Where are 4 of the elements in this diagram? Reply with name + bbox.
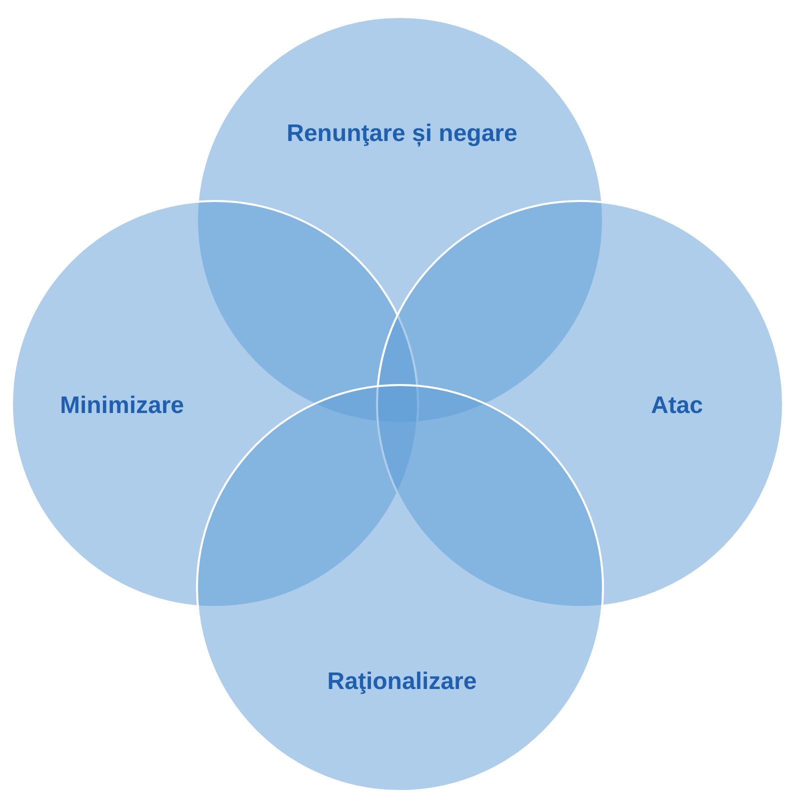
circle-label: Atac xyxy=(650,392,704,420)
circle-label: Minimizare xyxy=(60,392,184,420)
circle-label: Renunţare și negare xyxy=(286,120,518,148)
circle-label: Raţionalizare xyxy=(327,668,477,696)
